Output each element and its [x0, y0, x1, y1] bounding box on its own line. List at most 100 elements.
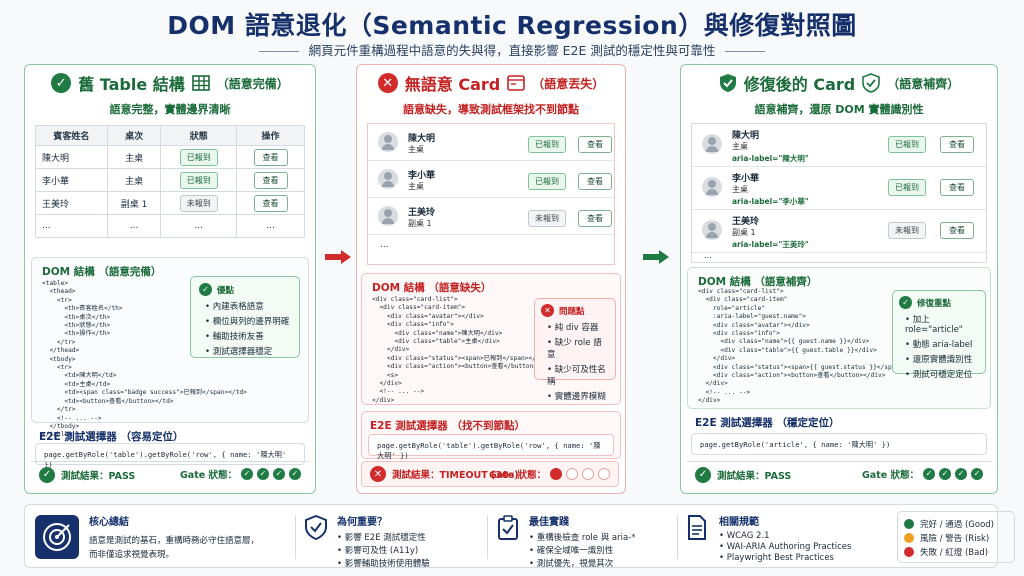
view-button[interactable]: 查看	[940, 179, 974, 196]
check-circle-icon: ✓	[199, 283, 212, 296]
cell-ellipsis: ...	[35, 214, 108, 238]
view-button[interactable]: 查看	[578, 136, 612, 153]
card-table: 主桌	[408, 145, 424, 154]
panel-no-semantic-card: ✕ 無語意 Card （語意丟失） 語意缺失，導致測試框架找不到節點 陳大明 主…	[356, 64, 626, 494]
issues-note: ✕問題點 純 div 容器 缺少 role 語意 缺少可及性名稱 實體邊界模糊	[534, 298, 616, 402]
status-badge: 已報到	[528, 136, 566, 153]
aria-label-text: aria-label="王美玲"	[732, 240, 809, 249]
dom-code: <table> <thead> <tr> <th>賓客姓名</th> <th>桌…	[42, 280, 247, 439]
target-icon	[35, 515, 79, 559]
panel-note: （語意丟失）	[532, 76, 605, 91]
shield-check-icon	[305, 515, 327, 541]
col-header-action: 操作	[236, 125, 305, 146]
legend-good-dot	[904, 519, 914, 529]
panel-old-table: ✓ 舊 Table 結構 （語意完備） 語意完整，實體邊界清晰 賓客姓名 桌次 …	[24, 64, 316, 494]
pros-item: 欄位與列的邊界明確	[205, 315, 291, 327]
x-circle-icon: ✕	[541, 304, 554, 317]
view-button[interactable]: 查看	[578, 173, 612, 190]
gate-empty-icon	[598, 468, 610, 480]
view-button[interactable]: 查看	[253, 148, 288, 166]
check-circle-icon: ✓	[51, 73, 72, 93]
cell-table: 副桌 1	[106, 191, 162, 215]
card-item: 陳大明 主桌 aria-label="陳大明" 已報到 查看	[692, 124, 986, 167]
avatar-icon	[702, 220, 722, 240]
shield-outline-icon	[862, 73, 881, 93]
gate-status: Gate 狀態：✓✓✓✓	[180, 467, 301, 481]
best-item: 重構後檢查 role 與 aria-*	[529, 531, 636, 543]
page-title: DOM 語意退化（Semantic Regression）與修復對照圖	[167, 11, 857, 40]
test-result-bar: ✓ 測試結果：PASS Gate 狀態：✓✓✓✓	[687, 461, 991, 487]
cell-table: 主桌	[106, 145, 162, 169]
cell-name: 陳大明	[35, 145, 108, 169]
fix-item: 還原實體識別性	[905, 353, 979, 365]
dom-code: <div class="card-list"> <div class="card…	[698, 288, 925, 405]
core-title: 核心總結	[89, 517, 129, 528]
card-name: 陳大明	[408, 134, 436, 144]
fix-item: 測試可穩定定位	[905, 368, 979, 380]
card-item: 李小華 主桌 已報到 查看	[368, 161, 614, 198]
gate-label: Gate 狀態：	[488, 470, 546, 481]
panel-header: ✕ 無語意 Card （語意丟失）	[357, 71, 625, 95]
spec-item: WAI-ARIA Authoring Practices	[719, 542, 852, 552]
cell-name: 王美玲	[35, 191, 108, 215]
cell-ellipsis: ...	[236, 214, 305, 238]
why-item: 影響可及性 (A11y)	[337, 544, 430, 556]
panel-subtitle: 語意缺失，導致測試框架找不到節點	[403, 103, 579, 116]
view-button[interactable]: 查看	[940, 222, 974, 239]
gate-status: Gate 狀態：	[489, 467, 610, 481]
shield-check-icon	[719, 74, 736, 92]
view-button[interactable]: 查看	[253, 194, 288, 212]
arrow-right-icon	[643, 250, 669, 264]
dom-structure-box: DOM 結構 （語意完備） <table> <thead> <tr> <th>賓…	[31, 257, 309, 438]
gate-pass-icon: ✓	[939, 468, 951, 480]
col-header-name: 賓客姓名	[35, 125, 108, 146]
card-name: 王美玲	[732, 217, 760, 227]
page-subtitle: 網頁元件重構過程中語意的失與得，直接影響 E2E 測試的穩定性與可靠性	[0, 40, 1024, 59]
summary-bar: 核心總結 語意是測試的基石，重構時務必守住語意層， 而非僅追求視覺表現。 為何重…	[24, 504, 1015, 569]
gate-pass-icon: ✓	[971, 468, 983, 480]
core-text: 語意是測試的基石，重構時務必守住語意層，	[89, 536, 260, 546]
view-button[interactable]: 查看	[940, 136, 974, 153]
gate-pass-icon: ✓	[273, 468, 285, 480]
issues-title: 問題點	[559, 306, 585, 317]
legend-item: 完好 / 通過 (Good)	[904, 518, 1008, 530]
fix-note: ✓修復重點 加上 role="article" 動態 aria-label 還原…	[892, 290, 986, 380]
document-icon	[688, 515, 706, 540]
why-item: 影響輔助技術使用體驗	[337, 557, 430, 569]
panel-header: 修復後的 Card （語意補齊）	[681, 71, 997, 95]
legend-item: 失敗 / 紅燈 (Bad)	[904, 546, 1008, 558]
selector-title: E2E 測試選擇器 （穩定定位）	[695, 417, 840, 429]
panel-note: （語意完備）	[216, 76, 289, 91]
ellipsis: ...	[704, 251, 712, 260]
issue-item: 實體邊界模糊	[547, 390, 609, 402]
spec-item: WCAG 2.1	[719, 531, 851, 541]
selector-title: E2E 測試選擇器 （容易定位）	[39, 431, 184, 443]
gate-pass-icon: ✓	[955, 468, 967, 480]
gate-pass-icon: ✓	[257, 468, 269, 480]
card-item: 李小華 主桌 aria-label="李小華" 已報到 查看	[692, 167, 986, 210]
x-circle-icon: ✕	[370, 466, 386, 482]
panel-title: 修復後的 Card	[743, 75, 856, 94]
card-list: 陳大明 主桌 aria-label="陳大明" 已報到 查看 李小華 主桌 ar…	[691, 123, 987, 263]
check-circle-icon: ✓	[899, 296, 912, 309]
fix-item: 加上 role="article"	[905, 313, 979, 335]
status-badge: 已報到	[888, 136, 926, 153]
status-badge: 未報到	[888, 222, 926, 239]
panel-fixed-card: 修復後的 Card （語意補齊） 語意補齊，還原 DOM 實體識別性 陳大明 主…	[680, 64, 998, 494]
gate-label: Gate 狀態：	[179, 470, 237, 481]
divider	[487, 515, 488, 559]
dom-title: DOM 結構 （語意補齊）	[698, 276, 818, 288]
card-name: 陳大明	[732, 131, 760, 141]
view-button[interactable]: 查看	[578, 210, 612, 227]
panel-subtitle: 語意補齊，還原 DOM 實體識別性	[754, 103, 924, 116]
cell-ellipsis: ...	[106, 214, 162, 238]
card-list: 陳大明 主桌 已報到 查看 李小華 主桌 已報到 查看 王美玲 副桌 1 未報到…	[367, 123, 615, 265]
test-result-bar: ✓ 測試結果：PASS Gate 狀態：✓✓✓✓	[31, 461, 309, 487]
x-circle-icon: ✕	[377, 73, 398, 93]
test-result: 測試結果：PASS	[61, 470, 136, 482]
pros-item: 測試選擇器穩定	[205, 345, 291, 357]
card-name: 李小華	[732, 174, 760, 184]
view-button[interactable]: 查看	[253, 171, 288, 189]
